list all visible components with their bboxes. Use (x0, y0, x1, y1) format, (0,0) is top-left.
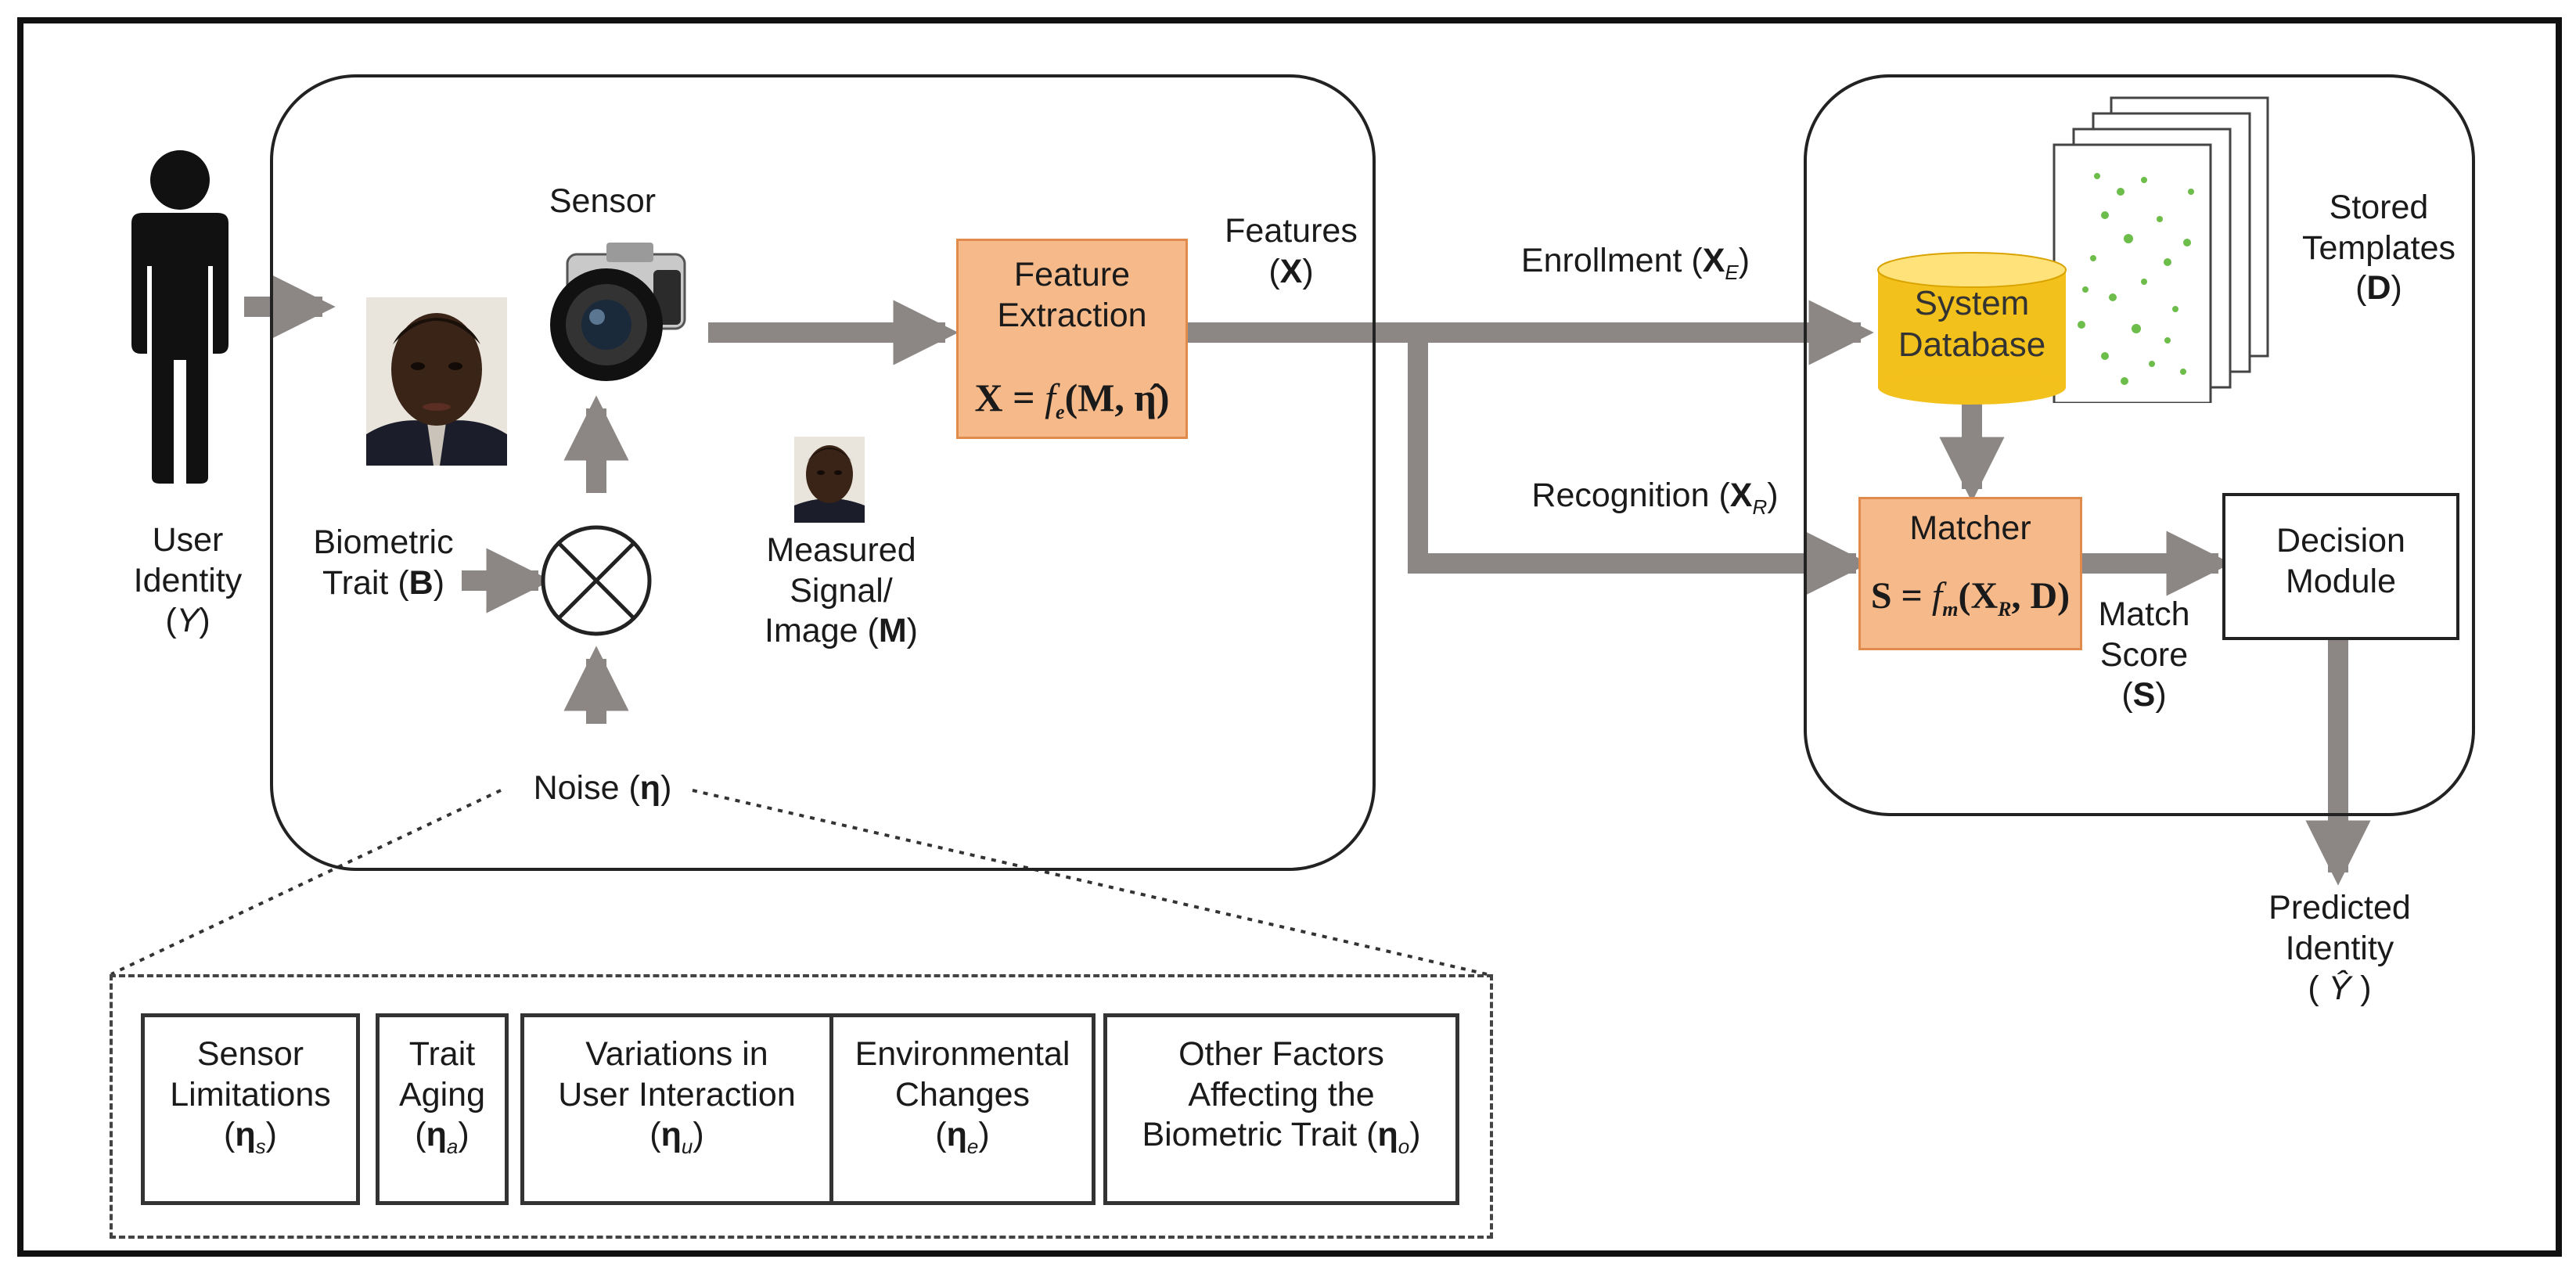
matcher-box: Matcher S = fm(XR, D) (1858, 497, 2082, 650)
recognition-label: Recognition (XR) (1531, 477, 1779, 519)
face-photo-icon (366, 297, 507, 466)
measured-signal-label: Measured Signal/ Image (M) (765, 531, 918, 650)
noise-expansion-right (692, 789, 1488, 976)
feature-extraction-formula: X = fe(M, η̂) (974, 376, 1170, 423)
combiner-circle-icon (541, 525, 652, 636)
template-stack-icon (2053, 96, 2269, 403)
biometric-trait-label: Biometric Trait (B) (313, 523, 454, 602)
enrollment-label: Enrollment (XE) (1520, 242, 1750, 284)
person-silhouette-icon (131, 150, 228, 484)
stored-templates-label: Stored Templates (D) (2302, 189, 2455, 308)
noise-factor-aging: Trait Aging (ηa) (376, 1013, 509, 1205)
feature-extraction-box: Feature Extraction X = fe(M, η̂) (956, 239, 1188, 439)
system-database-label: System Database (1898, 284, 2046, 364)
noise-factor-interaction: Variations in User Interaction (ηu) (520, 1013, 833, 1205)
sensor-label: Sensor (549, 182, 657, 220)
noise-factor-other: Other Factors Affecting the Biometric Tr… (1103, 1013, 1459, 1205)
noise-factor-sensor: Sensor Limitations (ηs) (141, 1013, 360, 1205)
features-label: Features (X) (1225, 212, 1358, 290)
measured-face-icon (794, 437, 865, 523)
decision-module-box: Decision Module (2222, 493, 2459, 640)
match-score-label: Match Score (S) (2098, 595, 2190, 714)
matcher-title: Matcher (1909, 509, 2031, 547)
predicted-identity-label: Predicted Identity ( Ŷ ) (2268, 889, 2411, 1008)
database-cylinder-icon (1877, 252, 2067, 405)
acquisition-system-box (270, 74, 1376, 871)
matching-system-box (1804, 74, 2475, 816)
noise-label: Noise (η) (533, 769, 672, 807)
user-identity-label: User Identity (Y) (133, 521, 243, 640)
feature-extraction-title: Feature Extraction (997, 256, 1147, 334)
camera-icon (550, 243, 686, 381)
decision-module-label: Decision Module (2276, 522, 2405, 600)
noise-factors-panel (110, 974, 1493, 1239)
noise-factor-environment: Environmental Changes (ηe) (829, 1013, 1096, 1205)
matcher-formula: S = fm(XR, D) (1870, 575, 2071, 621)
